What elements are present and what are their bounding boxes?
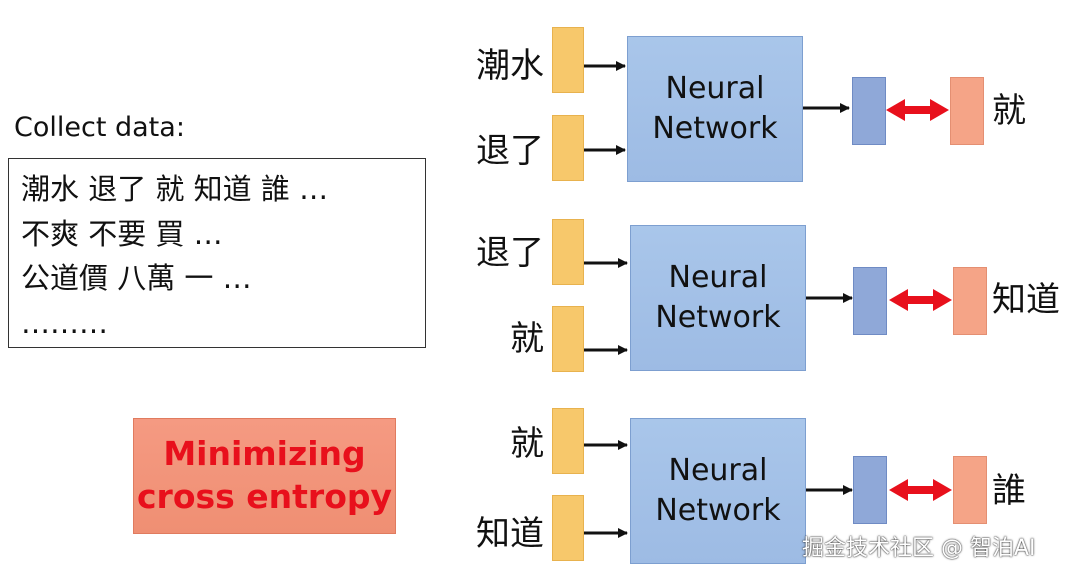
target-vector bbox=[953, 267, 987, 335]
input-word: 退了 bbox=[476, 233, 544, 273]
network-label: Network bbox=[655, 300, 781, 335]
watermark: 掘金技术社区 @ 智泊AI bbox=[802, 536, 1036, 561]
input-word: 退了 bbox=[476, 131, 544, 171]
input-vector bbox=[552, 27, 584, 93]
compare-arrow bbox=[889, 479, 952, 501]
objective-box: Minimizing cross entropy bbox=[133, 418, 396, 534]
network-label: Network bbox=[655, 493, 781, 528]
input-vector bbox=[552, 495, 584, 561]
input-vector bbox=[552, 408, 584, 474]
neural-network-box: Neural Network bbox=[630, 418, 806, 564]
compare-arrow bbox=[886, 99, 949, 121]
network-label: Neural bbox=[668, 452, 768, 488]
objective-line: Minimizing bbox=[163, 434, 366, 474]
corpus-line: ……… bbox=[21, 306, 108, 340]
network-label: Neural bbox=[668, 259, 768, 295]
corpus-line: 不爽 不要 買 … bbox=[21, 217, 223, 251]
compare-arrow bbox=[889, 289, 952, 311]
neural-network-box: Neural Network bbox=[627, 36, 803, 182]
input-word: 就 bbox=[510, 319, 544, 359]
target-word: 就 bbox=[992, 91, 1026, 131]
output-vector bbox=[852, 77, 886, 145]
output-vector bbox=[853, 456, 887, 524]
input-vector bbox=[552, 115, 584, 181]
target-vector bbox=[953, 456, 987, 524]
network-label: Network bbox=[652, 111, 778, 146]
objective-line: cross entropy bbox=[136, 477, 392, 516]
input-vector bbox=[552, 219, 584, 285]
target-word: 誰 bbox=[992, 471, 1026, 511]
neural-network-box: Neural Network bbox=[630, 225, 806, 371]
input-word: 知道 bbox=[476, 514, 544, 554]
corpus-line: 公道價 八萬 一 … bbox=[21, 261, 252, 295]
collect-data-title: Collect data: bbox=[14, 112, 185, 143]
target-word: 知道 bbox=[992, 280, 1060, 320]
corpus-box: 潮水 退了 就 知道 誰 … 不爽 不要 買 … 公道價 八萬 一 … ……… bbox=[8, 158, 426, 348]
input-word: 潮水 bbox=[476, 46, 544, 86]
input-word: 就 bbox=[510, 424, 544, 464]
input-vector bbox=[552, 306, 584, 372]
target-vector bbox=[950, 77, 984, 145]
corpus-line: 潮水 退了 就 知道 誰 … bbox=[21, 172, 329, 206]
network-label: Neural bbox=[665, 70, 765, 106]
output-vector bbox=[853, 267, 887, 335]
